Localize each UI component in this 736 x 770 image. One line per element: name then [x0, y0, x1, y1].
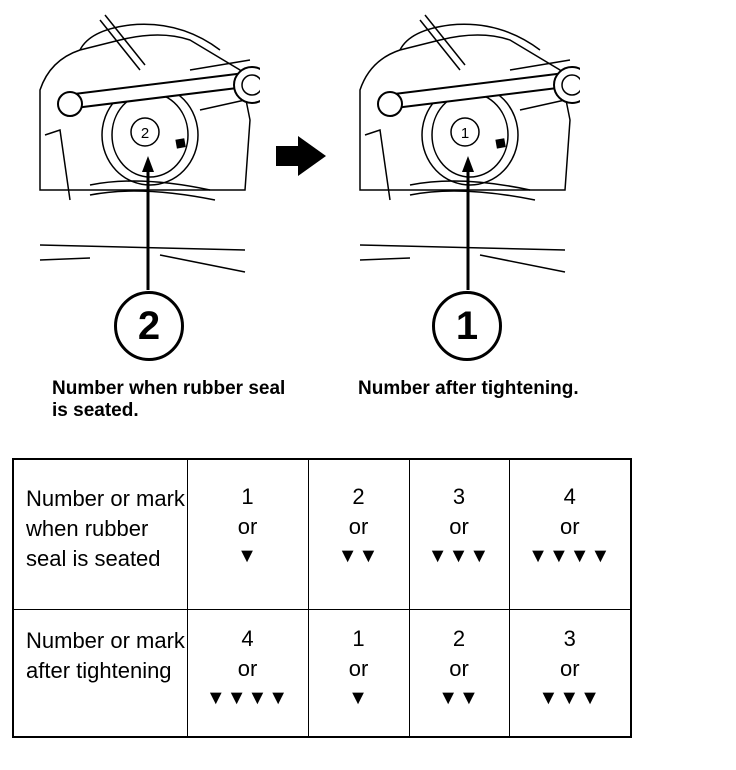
cell-number: 4	[241, 625, 254, 651]
triangle-marks-icon: ▼▼▼▼	[205, 686, 290, 709]
cell-or: or	[348, 655, 369, 681]
leader-arrowhead	[462, 156, 474, 172]
cell-number: 1	[352, 625, 365, 651]
cell-number: 2	[352, 484, 365, 509]
cell-number: 2	[452, 625, 466, 651]
cell-number: 4	[563, 484, 576, 509]
cell-number: 3	[563, 625, 576, 651]
cell-or: or	[348, 514, 369, 539]
callout-1: 1	[432, 291, 502, 361]
table-cell: 2 or ▼▼	[408, 608, 510, 738]
cell-or: or	[559, 514, 580, 539]
caption-seated: Number when rubber seal is seated.	[52, 378, 286, 421]
table-cell: 4 or ▼▼▼▼	[186, 608, 309, 738]
caption-tightened: Number after tightening.	[358, 378, 579, 399]
triangle-marks-icon: ▼	[348, 686, 369, 709]
table-cell: 4 or ▼▼▼▼	[508, 458, 632, 610]
table-cell: 3 or ▼▼▼	[408, 458, 510, 610]
table-cell: 3 or ▼▼▼	[508, 608, 632, 738]
triangle-marks-icon: ▼▼▼▼	[528, 545, 612, 567]
cell-or: or	[237, 655, 258, 681]
cell-number: 3	[452, 484, 466, 509]
right-arrow-icon	[276, 136, 326, 176]
table-cell: 1 or ▼	[307, 608, 410, 738]
filter-number-mark: 2	[141, 125, 149, 142]
cell-or: or	[449, 655, 469, 681]
leader-arrowhead	[142, 156, 154, 172]
table-row: Number or mark when rubber seal is seate…	[12, 458, 632, 610]
table-cell: 2 or ▼▼	[307, 458, 410, 610]
cell-or: or	[449, 514, 469, 539]
cell-or: or	[559, 655, 580, 681]
filter-number-mark: 1	[461, 125, 469, 142]
cell-number: 1	[241, 484, 254, 509]
triangle-marks-icon: ▼▼▼	[538, 686, 601, 709]
cell-or: or	[237, 514, 258, 539]
filter-illustration-seated: 2	[39, 14, 260, 290]
tightening-table: Number or mark when rubber seal is seate…	[12, 458, 632, 738]
triangle-marks-icon: ▼▼	[438, 686, 480, 709]
table-cell: 1 or ▼	[186, 458, 309, 610]
triangle-marks-icon: ▼	[237, 545, 258, 567]
row-header: Number or mark after tightening	[12, 608, 188, 738]
triangle-marks-icon: ▼▼	[337, 545, 380, 567]
triangle-marks-icon: ▼▼▼	[427, 545, 491, 567]
callout-2: 2	[114, 291, 184, 361]
row-header: Number or mark when rubber seal is seate…	[12, 458, 188, 610]
filter-illustration-tightened: 1	[359, 14, 580, 290]
table-row: Number or mark after tightening 4 or ▼▼▼…	[12, 608, 632, 738]
